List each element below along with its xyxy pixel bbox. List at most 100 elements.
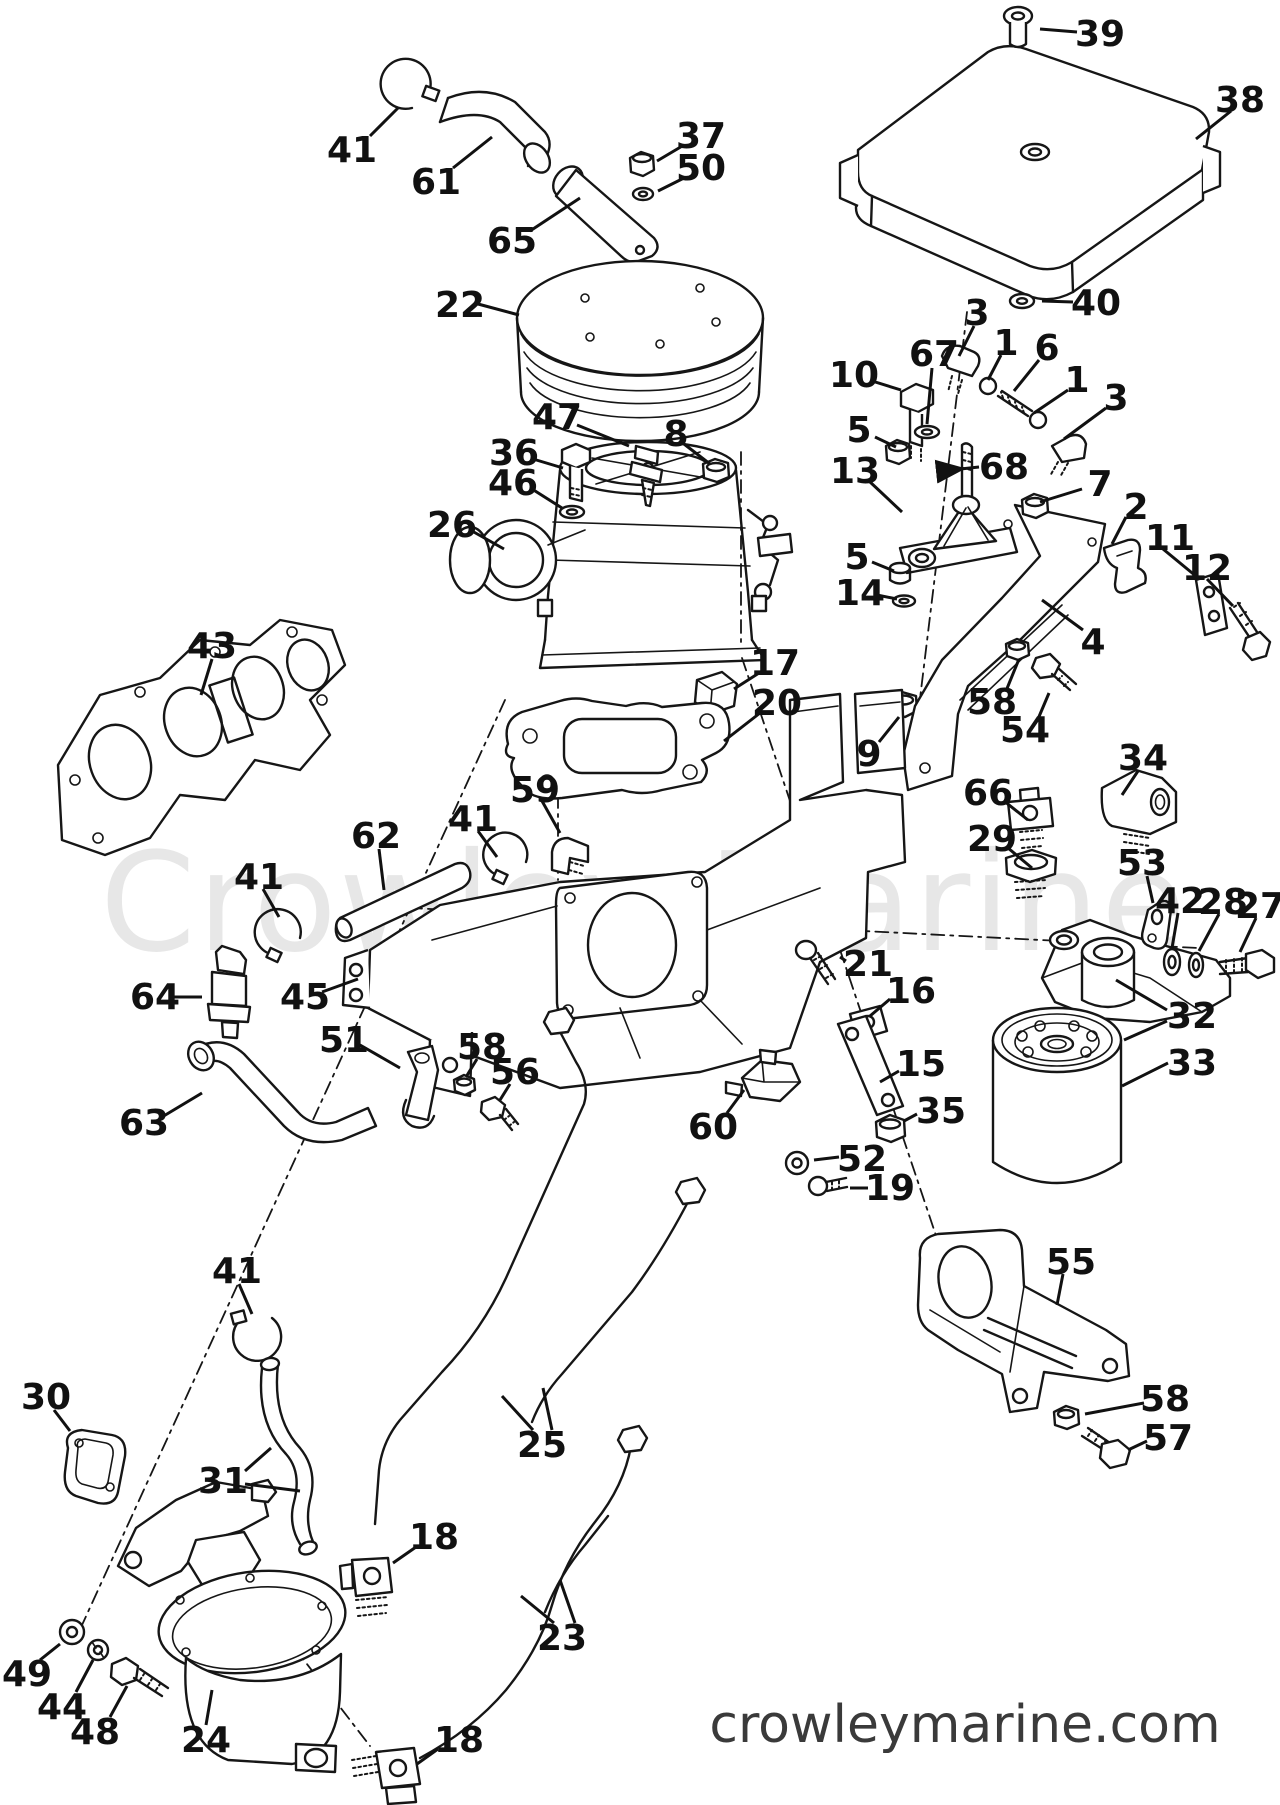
hose-clamp-41b-icon	[482, 831, 529, 886]
elbow-34-icon	[1100, 768, 1178, 855]
fitting-60-icon	[724, 1048, 802, 1103]
callout-62: 62	[351, 816, 401, 857]
callout-57: 57	[1143, 1418, 1193, 1459]
leader-line-18	[416, 1747, 439, 1766]
stud-6-icon	[996, 389, 1034, 418]
leader-line-40	[1041, 299, 1074, 304]
callout-35: 35	[916, 1091, 966, 1132]
callout-47: 47	[532, 397, 582, 438]
bolt-12-icon	[1228, 601, 1272, 662]
washer-14-icon	[891, 594, 917, 608]
bolt-21-icon	[794, 939, 837, 986]
leader-line-41	[237, 1283, 254, 1315]
leader-line-2	[1110, 516, 1128, 545]
leader-line-37	[656, 143, 685, 163]
leader-line-41	[261, 888, 281, 918]
washer-40-icon	[1008, 292, 1036, 310]
leader-line-61	[452, 135, 493, 170]
callout-11: 11	[1145, 518, 1195, 559]
leader-line-8	[683, 442, 711, 466]
callout-50: 50	[676, 148, 726, 189]
leader-line-51	[359, 1043, 401, 1070]
callout-60: 60	[688, 1107, 738, 1148]
dash-line	[913, 311, 968, 749]
leader-line-58	[1004, 658, 1021, 692]
callout-65: 65	[487, 221, 537, 262]
leader-line-1	[1033, 388, 1069, 415]
hose-clamp-41-icon	[379, 57, 441, 110]
leader-line-3	[1063, 406, 1107, 441]
callout-49: 49	[2, 1654, 52, 1695]
callout-29: 29	[967, 819, 1017, 860]
washer-46-icon	[558, 504, 586, 520]
fuel-line-25-icon	[373, 1006, 707, 1526]
callout-40: 40	[1071, 283, 1121, 324]
callout-64: 64	[130, 977, 180, 1018]
leader-line-21	[839, 955, 847, 963]
callout-12: 12	[1182, 548, 1232, 589]
vent-hose-61-icon	[438, 90, 552, 174]
dash-line	[741, 657, 964, 1317]
leader-line-7	[1039, 487, 1083, 504]
callout-20: 20	[752, 683, 802, 724]
leader-line-32	[1123, 1019, 1168, 1042]
nut-1a-icon	[978, 376, 998, 396]
lever-53-icon	[1140, 899, 1173, 950]
washer-50-icon	[631, 186, 655, 202]
callout-33: 33	[1167, 1043, 1217, 1084]
leader-line-23	[558, 1579, 577, 1624]
leader-line-39	[1039, 27, 1078, 34]
stud-36-icon	[560, 442, 592, 503]
leader-line-49	[39, 1642, 61, 1662]
pump-gasket-30-icon	[63, 1428, 127, 1505]
breather-tube-65-icon	[552, 165, 659, 264]
leader-line-30	[52, 1409, 72, 1432]
plate-11-icon	[1194, 571, 1229, 637]
callout-1: 1	[1064, 360, 1089, 401]
hose-clamp-41d-icon	[229, 1309, 283, 1363]
leader-line-43	[199, 658, 214, 696]
callout-44: 44	[37, 1687, 87, 1728]
leader-line-14	[876, 593, 898, 601]
callout-39: 39	[1075, 14, 1125, 55]
callout-31: 31	[198, 1461, 248, 1502]
leader-line-18	[392, 1545, 417, 1565]
callout-48: 48	[70, 1712, 120, 1753]
fitting-3a-icon	[940, 344, 981, 395]
callout-17: 17	[750, 643, 800, 684]
nut-58b-icon	[452, 1073, 477, 1097]
nut-1b-icon	[1028, 410, 1048, 430]
hose-63-icon	[186, 1040, 378, 1144]
leader-line-56	[498, 1083, 512, 1101]
leader-line-58	[1084, 1401, 1145, 1416]
callout-9: 9	[856, 734, 881, 775]
leader-line-33	[1121, 1061, 1169, 1088]
leader-line-52	[813, 1155, 840, 1162]
fuel-line-23-icon	[418, 1424, 649, 1760]
fitting-3b-icon	[1049, 433, 1088, 478]
leader-line-11	[1162, 547, 1198, 579]
leader-line-32	[1115, 978, 1168, 1012]
leader-line-36	[532, 457, 564, 470]
leader-line-26	[471, 529, 505, 551]
callout-15: 15	[896, 1044, 946, 1085]
leader-line-34	[1120, 770, 1140, 796]
callout-54: 54	[1000, 710, 1050, 751]
cover-screw-39-icon	[1002, 5, 1034, 49]
callout-61: 61	[411, 162, 461, 203]
leader-line-25	[500, 1394, 535, 1432]
leader-line-57	[1127, 1439, 1148, 1452]
nut-7-icon	[1020, 492, 1050, 520]
manifold-gasket-43-icon	[56, 618, 347, 857]
leader-line-27	[1238, 917, 1258, 953]
leader-line-6	[1012, 359, 1041, 392]
callout-14: 14	[835, 573, 885, 614]
leader-line-25	[541, 1387, 554, 1431]
elbow-fitting-64-icon	[206, 944, 252, 1040]
callout-53: 53	[1117, 843, 1167, 884]
hose-clamp-41c-icon	[253, 908, 302, 964]
nut-35-icon	[874, 1113, 907, 1144]
dash-line	[76, 699, 506, 1637]
